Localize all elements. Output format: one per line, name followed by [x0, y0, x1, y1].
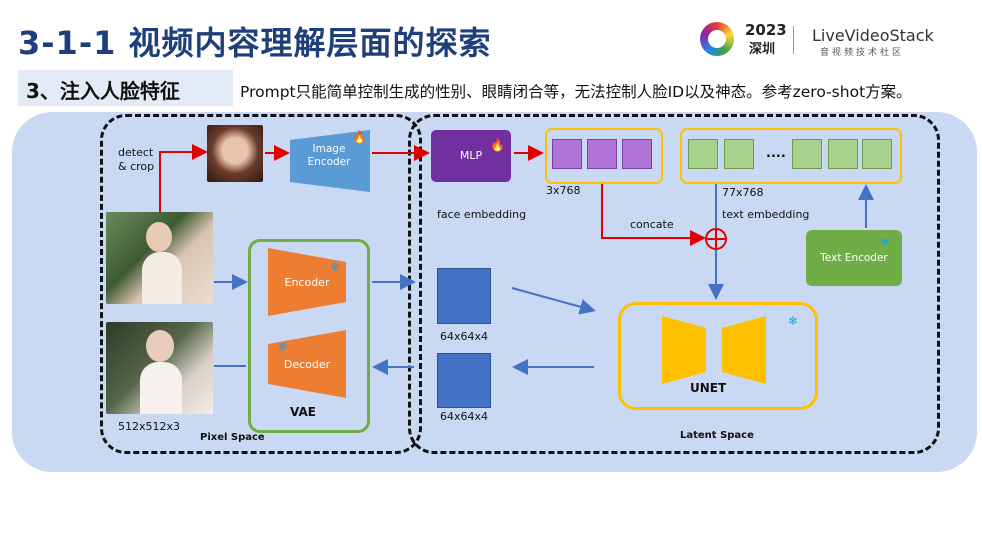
vae-label: VAE [290, 405, 316, 419]
cropped-face-image [207, 125, 263, 182]
latent-tensor-top [437, 268, 491, 324]
flame-icon: 🔥 [352, 130, 367, 144]
unet-shape [662, 316, 766, 384]
text-embedding-tokens [680, 128, 902, 184]
vae-encoder-label: Encoder [284, 276, 330, 289]
vae-decoder-block [268, 330, 346, 398]
image-encoder-label: Image Encoder [307, 143, 351, 168]
text-token [724, 139, 754, 169]
subtitle-background [18, 70, 233, 106]
latent-tensor-bottom [437, 353, 491, 408]
latent-top-label: 64x64x4 [440, 330, 489, 343]
text-dim-label: 77x768 [722, 186, 764, 199]
slide-subtitle: 3、注入人脸特征 [26, 79, 180, 103]
face-dim-label: 3x768 [546, 184, 581, 197]
text-encoder-label: Text Encoder [820, 252, 888, 264]
snowflake-icon: ❄ [330, 260, 341, 274]
logo-city: 深圳 [749, 42, 776, 57]
text-encoder-block [806, 230, 902, 286]
brand-name: LiveVideoStack [812, 26, 934, 45]
image-encoder-block [290, 130, 370, 192]
text-token [688, 139, 718, 169]
latent-to-unet-arrow [511, 287, 596, 315]
text-token [828, 139, 858, 169]
snowflake-icon: ❄ [880, 235, 891, 249]
face-embedding-to-concat-arrow [601, 183, 706, 246]
output-photo [106, 322, 213, 414]
unet-box [618, 302, 818, 410]
face-token [622, 139, 652, 169]
mlp-label: MLP [459, 149, 483, 162]
flame-icon: 🔥 [490, 138, 505, 152]
detect-crop-label: detect & crop [118, 146, 155, 173]
conference-logo-icon [700, 22, 734, 56]
ellipsis-label: .... [766, 146, 786, 161]
mlp-block [431, 130, 511, 182]
input-photo [106, 212, 213, 304]
vae-box [248, 239, 370, 433]
face-token [552, 139, 582, 169]
logo-year: 2023 [745, 21, 787, 39]
latent-bottom-label: 64x64x4 [440, 410, 489, 423]
snowflake-icon: ❄ [278, 340, 289, 354]
logo-divider [793, 26, 794, 54]
snowflake-icon: ❄ [788, 314, 799, 328]
slide-title: 3-1-1 视频内容理解层面的探索 [18, 24, 492, 62]
text-token [792, 139, 822, 169]
brand-tagline: 音视频技术社区 [820, 48, 905, 58]
latent-space-label: Latent Space [680, 430, 754, 441]
face-embedding-label: face embedding [437, 208, 527, 221]
concate-label: concate [630, 218, 674, 231]
text-embedding-label: text embedding [722, 208, 810, 221]
image-size-label: 512x512x3 [118, 420, 181, 433]
detect-arrow [159, 144, 208, 212]
text-token [862, 139, 892, 169]
slide-description: Prompt只能简单控制生成的性别、眼睛闭合等，无法控制人脸ID以及神态。参考z… [240, 83, 912, 101]
vae-encoder-block [268, 248, 346, 316]
face-token [587, 139, 617, 169]
unet-label: UNET [690, 381, 727, 395]
pixel-space-label: Pixel Space [200, 432, 265, 443]
face-embedding-tokens [545, 128, 663, 184]
vae-decoder-label: Decoder [283, 358, 331, 371]
pixel-space-box [100, 114, 422, 454]
